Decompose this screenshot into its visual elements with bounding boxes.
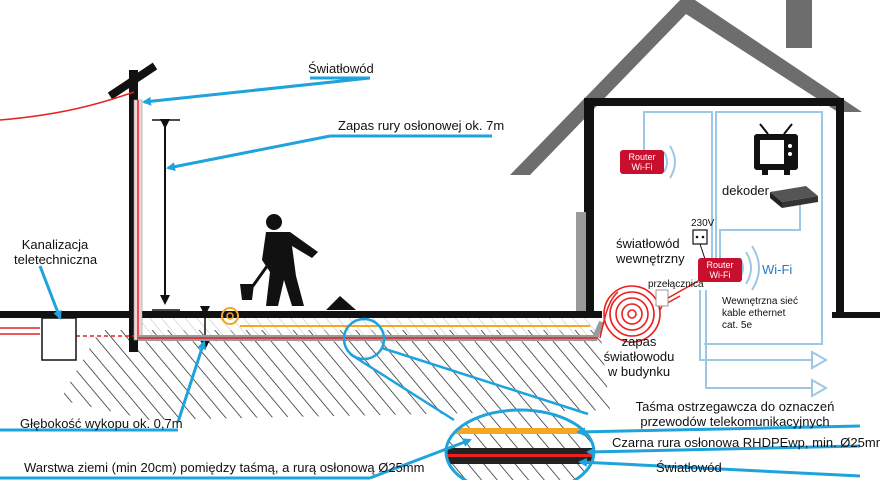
overhead-fiber [0,91,135,121]
house-roof [510,0,862,175]
router-1-label-2: Wi-Fi [631,162,653,172]
label-fiber-reserve-3: w budynku [607,364,671,379]
arrow-soil [369,438,472,480]
label-tape-1: Taśma ostrzegawcza do oznaczeń [635,399,835,414]
fiber-coil-icon [603,285,661,343]
label-internal-fiber-1: światłowód [616,236,680,251]
arrow-tape [576,424,861,437]
tv-icon [754,123,798,175]
arrow-conduit-reserve [166,134,331,172]
chimney [786,0,812,48]
label-wifi: Wi-Fi [762,262,793,277]
worker-with-shovel-icon [240,214,356,310]
house-walls [576,98,844,318]
teletech-well [41,317,77,361]
router-2-label-1: Router [706,260,734,270]
label-soil-layer: Warstwa ziemi (min 20cm) pomiędzy taśmą,… [24,460,425,475]
arrow-fiber-top [142,76,371,106]
magnifier-source [342,317,386,361]
arrow-teletech [38,265,62,320]
label-fiber-reserve-2: światłowodu [603,349,675,364]
label-tape-2: przewodów telekomunikacyjnych [640,414,830,429]
ethernet-outputs [699,290,829,398]
ground-surface [0,311,590,318]
label-trench-depth: Głębokość wykopu ok. 0,7m [20,416,183,431]
utility-pole [107,62,158,352]
label-internal-net-2: kable ethernet [722,308,786,319]
router-1-label-1: Router [628,152,656,162]
label-voltage: 230V [691,218,715,229]
arrow-fiber-bottom [578,457,861,478]
callout-arrows [0,76,861,480]
label-internal-net-3: cat. 5e [722,320,753,331]
label-internal-fiber-2: wewnętrzny [616,251,685,266]
switch-box [655,289,669,307]
label-decoder: dekoder [722,183,769,198]
label-fiber-bottom: Światłowód [656,460,722,475]
soil-hatch [60,330,610,420]
arrow-trench-depth [176,340,207,423]
label-internal-net-1: Wewnętrzna sieć [722,296,798,307]
label-black-conduit: Czarna rura osłonowa RHDPEwp, min. Ø25mm [612,435,880,450]
label-fiber-top: Światłowód [308,61,374,76]
decoder-icon [770,186,818,208]
label-teletech-2: teletechniczna [14,252,98,267]
tape-coil-icon [221,307,239,325]
router-2-label-2: Wi-Fi [709,270,731,280]
label-conduit-reserve: Zapas rury osłonowej ok. 7m [338,118,505,133]
power-socket-icon [692,229,708,263]
conduit-cross-section [444,408,596,480]
label-switch: przełącznica [648,279,704,290]
label-fiber-reserve-1: zapas [621,334,657,349]
arrow-conduit [586,444,861,457]
label-teletech-1: Kanalizacja [21,237,89,252]
